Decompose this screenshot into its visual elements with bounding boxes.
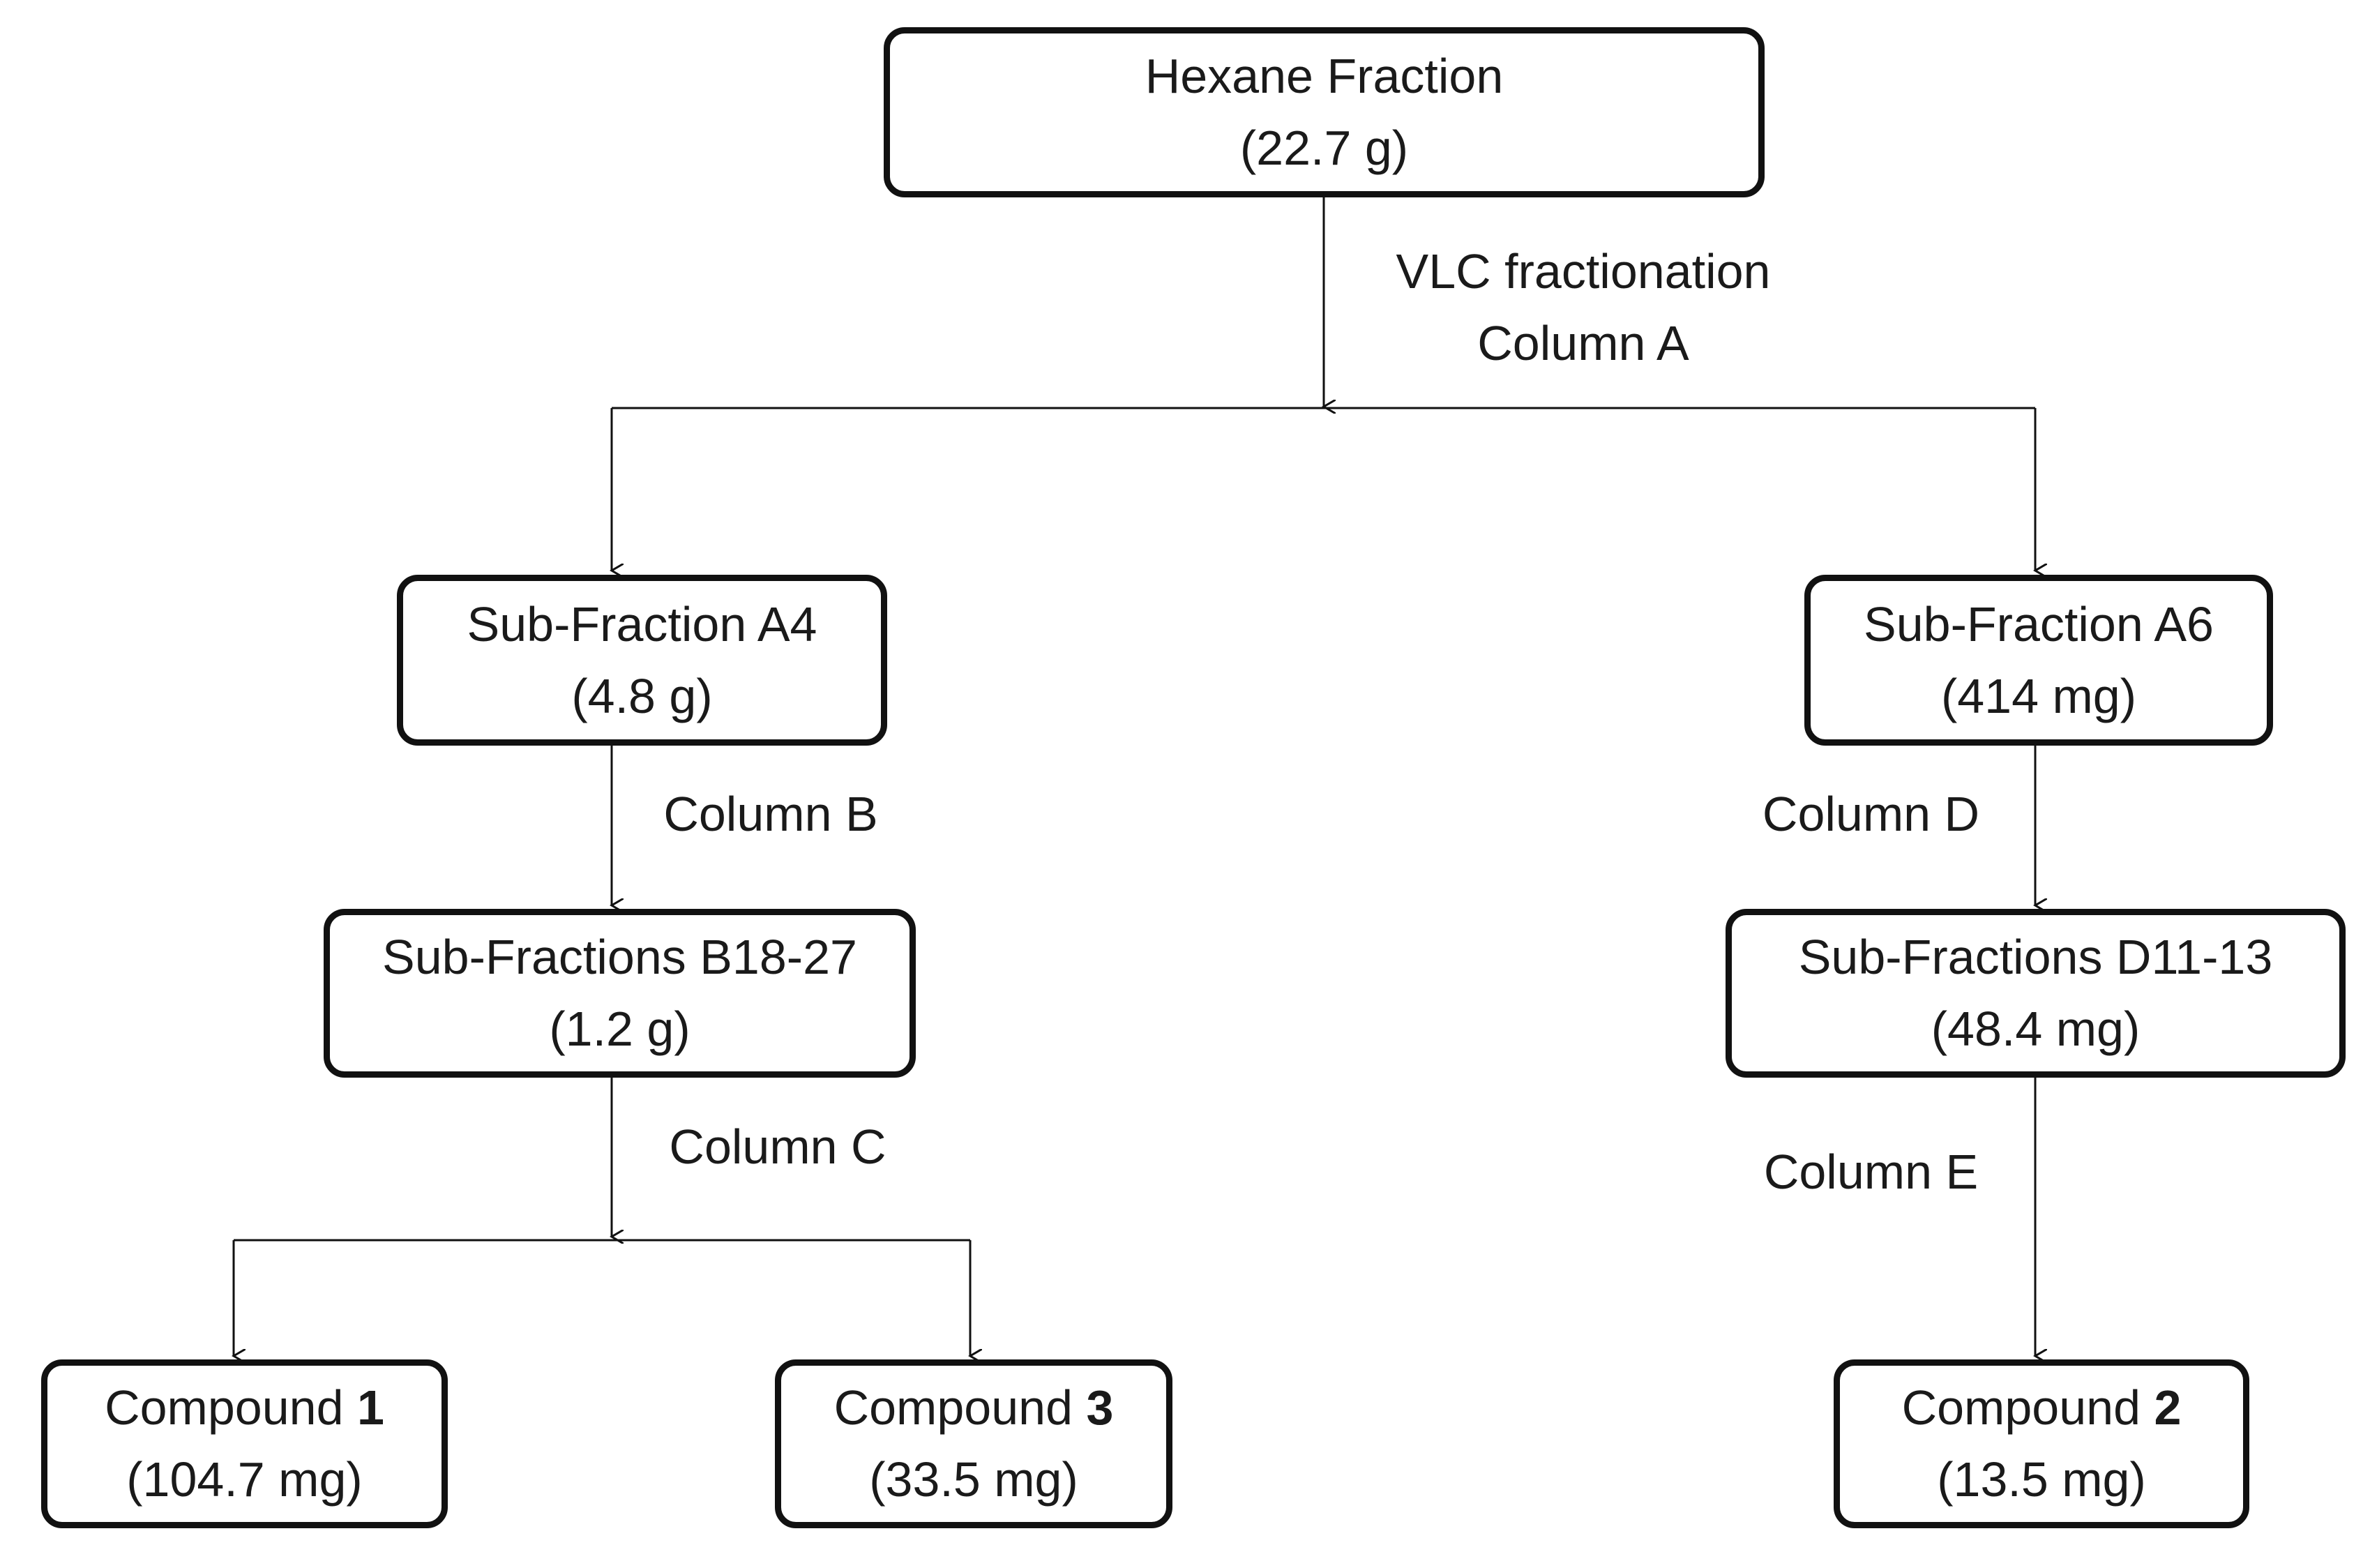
- edge-label-column-b: Column B: [663, 787, 878, 841]
- edge-label-column-e: Column E: [1763, 1145, 1979, 1199]
- node-sub-fractions-d11-13: Sub-Fractions D11-13 (48.4 mg): [1726, 909, 2346, 1078]
- node-compound-2-amount: (13.5 mg): [1937, 1452, 2146, 1507]
- edge-label-vlc-line2: Column A: [1477, 316, 1689, 370]
- node-sub-fractions-b18-27: Sub-Fractions B18-27 (1.2 g): [324, 909, 916, 1078]
- node-compound-1-amount: (104.7 mg): [126, 1452, 363, 1507]
- compound-number: 3: [1086, 1380, 1114, 1435]
- compound-prefix: Compound: [105, 1380, 357, 1435]
- node-b18-27-name: Sub-Fractions B18-27: [382, 930, 857, 984]
- compound-number: 1: [356, 1380, 384, 1435]
- node-d11-13-name: Sub-Fractions D11-13: [1798, 930, 2273, 984]
- compound-number: 2: [2154, 1380, 2182, 1435]
- node-b18-27-amount: (1.2 g): [549, 1002, 690, 1056]
- node-hexane-fraction: Hexane Fraction (22.7 g): [884, 27, 1765, 197]
- node-a6-amount: (414 mg): [1940, 668, 2137, 723]
- compound-prefix: Compound: [1901, 1380, 2154, 1435]
- node-a6-name: Sub-Fraction A6: [1864, 596, 2214, 651]
- node-compound-3: Compound 3 (33.5 mg): [775, 1359, 1172, 1528]
- edge-label-vlc-line1: VLC fractionation: [1396, 244, 1771, 299]
- node-compound-1: Compound 1 (104.7 mg): [41, 1359, 448, 1528]
- node-sub-fraction-a4: Sub-Fraction A4 (4.8 g): [397, 575, 887, 746]
- compound-prefix: Compound: [833, 1380, 1087, 1435]
- node-sub-fraction-a6: Sub-Fraction A6 (414 mg): [1804, 575, 2273, 746]
- edge-label-column-c: Column C: [669, 1120, 886, 1174]
- node-hexane-amount: (22.7 g): [1239, 121, 1409, 175]
- node-d11-13-amount: (48.4 mg): [1931, 1002, 2141, 1056]
- node-hexane-name: Hexane Fraction: [1145, 49, 1504, 103]
- node-compound-1-name: Compound 1: [105, 1372, 384, 1444]
- node-compound-2-name: Compound 2: [1902, 1372, 2182, 1444]
- node-a4-name: Sub-Fraction A4: [467, 596, 817, 651]
- edge-label-vlc: VLC fractionation Column A: [1367, 236, 1799, 379]
- node-compound-3-amount: (33.5 mg): [869, 1452, 1078, 1507]
- node-compound-3-name: Compound 3: [834, 1372, 1114, 1444]
- edge-label-column-d: Column D: [1762, 787, 1980, 841]
- node-a4-amount: (4.8 g): [571, 668, 713, 723]
- node-compound-2: Compound 2 (13.5 mg): [1834, 1359, 2249, 1528]
